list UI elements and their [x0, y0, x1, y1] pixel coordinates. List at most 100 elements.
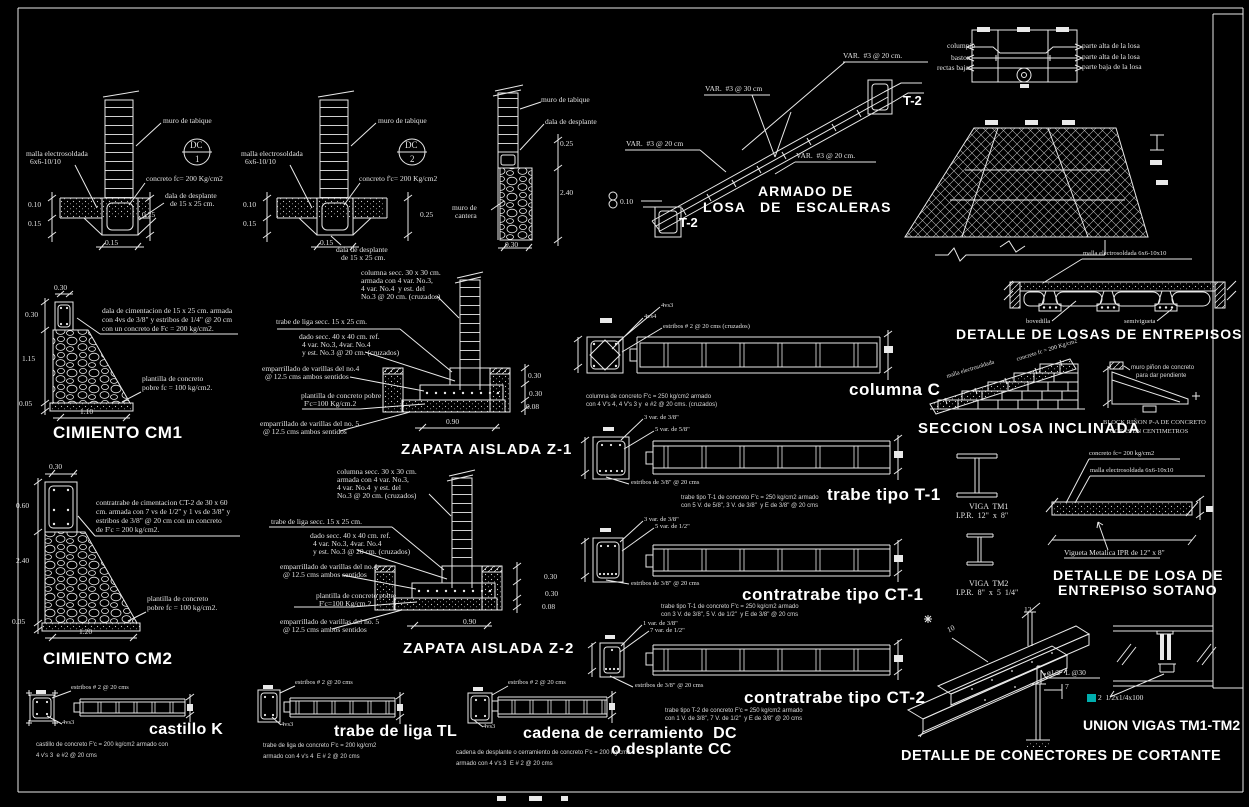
castillo-title: castillo K [149, 721, 224, 738]
tl-nota-l1: trabe de liga de concreto F'c = 200 kg/c… [263, 743, 377, 749]
t1-nota-l1: trabe tipo T-1 de concreto F'c = 250 kg/… [681, 495, 819, 501]
cm2-dim-a: 0.60 [16, 501, 30, 510]
sotano-title-l1: DETALLE DE LOSA DE [1053, 567, 1224, 583]
dc1-malla-label-l2: 6x6-10/10 [30, 157, 61, 166]
inclinada-nota-l1: BLOCK RIÑON P-A DE CONCRETO [1103, 419, 1206, 426]
stairs-title-l1: ARMADO DE [758, 183, 854, 199]
dc1-malla-label-l1: malla electrosoldada [26, 149, 88, 158]
z2-dado-l2: 4 var. No.3, 4var. No.4 [313, 539, 382, 548]
inclinada-pinon-l1: muro piñon de concreto [1131, 365, 1195, 371]
detail-entrepisos-linework [935, 247, 1237, 322]
z1-dim-b: 0.30 [529, 389, 543, 398]
ct1-estribos-label: estribos de 3/8" @ 20 cms [631, 580, 700, 587]
dc1-dim-d: 0.15 [105, 238, 119, 247]
z2-dim-c: 0.08 [542, 602, 556, 611]
stairs-var20-mid-label: VAR. #3 @ 20 cm. [796, 151, 856, 160]
cm2-dim-c: 0.05 [12, 617, 26, 626]
dc2-dim-a: 0.10 [243, 200, 257, 209]
dc1-tag-num: 1 [195, 154, 200, 164]
dc2-concreto-label: concreto f'c= 200 Kg/cm2 [359, 174, 438, 183]
cm1-title: CIMIENTO CM1 [53, 423, 183, 442]
stairs-var20-left-label: VAR. #3 @ 20 cm [626, 139, 684, 148]
z1-title: ZAPATA AISLADA Z-1 [401, 441, 573, 458]
cm1-plantilla-l2: pobre fc = 100 kg/cm2. [142, 383, 213, 392]
dccc-estribos-label: estribos # 2 @ 20 cms [508, 679, 566, 686]
inclinada-nota-l2: COTAS EN CENTIMETROS [1110, 428, 1189, 435]
ct2-nota-l1: trabe tipo T-2 de concreto F'c = 250 kg/… [665, 708, 803, 714]
union-dim7-label: 7 [1065, 682, 1069, 691]
z2-dim-w: 0.90 [463, 617, 477, 626]
z1-dado-l3: y est. No.3 @ 20 cm. (cruzados) [302, 348, 400, 357]
z2-dado-l1: dado secc. 40 x 40 cm. ref. [310, 531, 391, 540]
z2-emp4-l2: @ 12.5 cms ambos sentidos [283, 570, 367, 579]
dc1-concreto-label: concreto fc= 200 Kg/cm2 [146, 174, 223, 183]
detail-castillo-linework [26, 690, 195, 726]
dc2-dim-b: 0.15 [243, 219, 257, 228]
ct1-var-top-label: 3 var. de 3/8" [644, 516, 679, 523]
tl-nota-l2: armado con 4 v's 4 E # 2 @ 20 cms [263, 754, 360, 760]
cm1-nota-l3: con un concreto de Fc = 200 kg/cm2. [102, 324, 214, 333]
dccc-title-l2: o desplante CC [611, 741, 732, 758]
z2-dim-b: 0.30 [545, 589, 559, 598]
z2-dado-l3: y est. No.3 @ 20 cm. (cruzados) [313, 547, 411, 556]
tl-varillas-label: 4vs3 [281, 721, 294, 728]
castillo-varillas-label: 4vs3 [62, 719, 75, 726]
cm1-plantilla-l1: plantilla de concreto [142, 374, 204, 383]
z1-emp4-l2: @ 12.5 cms ambos sentidos [265, 372, 349, 381]
cm2-nota-l4: de F'c = 200 kg/cm2. [96, 525, 160, 534]
stairs-t2-low-label: T-2 [679, 215, 698, 230]
t1-var-top-label: 3 var. de 3/8" [644, 414, 679, 421]
sheet-frame [17, 7, 1244, 801]
dccc-title-l1: cadena de cerramiento DC [523, 725, 737, 742]
inclinada-title: SECCION LOSA INCLINADA [918, 420, 1141, 437]
sotano-title-l2: ENTREPISO SOTANO [1058, 582, 1218, 598]
t1-title: trabe tipo T-1 [827, 485, 941, 504]
dc2-dim-c: 0.25 [420, 210, 434, 219]
z1-columna-l4: No.3 @ 20 cm. (cruzados) [361, 292, 441, 301]
inclinada-pinon-l2: para dar pendiente [1136, 373, 1187, 379]
dccc-nota-l1: cadena de desplante o cerramiento de con… [456, 750, 631, 756]
dc2-dala-label-l2: de 15 x 25 cm. [341, 253, 386, 262]
tl-title: trabe de liga TL [334, 723, 458, 740]
union-placa-label: 2 1/2x1/4x100 [1098, 693, 1144, 702]
ct2-nota-l2: con 1 V. de 3/8", 7 V. de 1/2" y E de 3/… [665, 716, 803, 722]
sotano-vigueta-label: Vigueta Metalica IPR de 12" x 8" [1064, 548, 1165, 557]
dc2-dala-label-l1: dala de desplante [336, 245, 388, 254]
detail-stairs-linework [608, 61, 928, 238]
z1-columna-l3: 4 var. No.4 y est. del [361, 284, 425, 293]
ct2-var-mid-label: 7 var. de 1/2" [650, 627, 685, 634]
ct1-title: contratrabe tipo CT-1 [742, 585, 924, 604]
detail-cantera-linework [490, 84, 563, 252]
dc2-dim-d: 0.15 [320, 238, 334, 247]
dc2-tag: DC [405, 140, 418, 150]
cm2-nota-l2: cm. armada con 7 vs de 1/2" y 1 vs de 3/… [96, 507, 231, 516]
cm1-dim-c: 0.05 [19, 399, 33, 408]
dc1-tag: DC [190, 140, 203, 150]
z2-plantilla-l1: plantilla de concreto pobre [316, 591, 397, 600]
columna-c-nota-l1: columna de concreto F'c = 250 kg/cm2 arm… [586, 394, 712, 400]
ct2-estribos-label: estribos de 3/8" @ 20 cms [635, 682, 704, 689]
z2-plantilla-l2: F'c=100 Kg/cm.2 [319, 599, 372, 608]
z2-columna-l1: columna secc. 30 x 30 cm. [337, 467, 417, 476]
plan-parte-alta-label-1: parte alta de la losa [1082, 41, 1140, 50]
z2-trabe-label: trabe de liga secc. 15 x 25 cm. [271, 517, 363, 526]
union-conector-label: ø1/2" L @30 [1047, 668, 1086, 677]
z2-dim-a: 0.30 [544, 572, 558, 581]
cm2-nota-l3: estribos de 3/8" @ 20 cm con un concreto [96, 516, 222, 525]
detail-dc2-linework [262, 90, 427, 251]
cantera-dim-b: 2.40 [560, 188, 574, 197]
dc1-muro-label: muro de tabique [163, 116, 212, 125]
cm1-dim-a: 0.30 [25, 310, 39, 319]
stairs-var30-label: VAR. #3 @ 30 cm [705, 84, 763, 93]
columna-c-v4-label: 4vs4 [644, 313, 657, 320]
dc1-dim-c: 0.25 [142, 210, 156, 219]
detail-sotano-linework [956, 453, 1213, 566]
stairs-var20-top-label: VAR. #3 @ 20 cm. [843, 51, 903, 60]
sotano-concreto-label: concreto fc= 200 kg/cm2 [1089, 450, 1155, 457]
castillo-nota-l1: castillo de concreto F'c = 200 kg/cm2 ar… [36, 742, 169, 748]
detail-cm1-linework [40, 290, 238, 422]
dc1-dim-a: 0.10 [28, 200, 42, 209]
dc1-dala-label-l1: dala de desplante [165, 191, 217, 200]
